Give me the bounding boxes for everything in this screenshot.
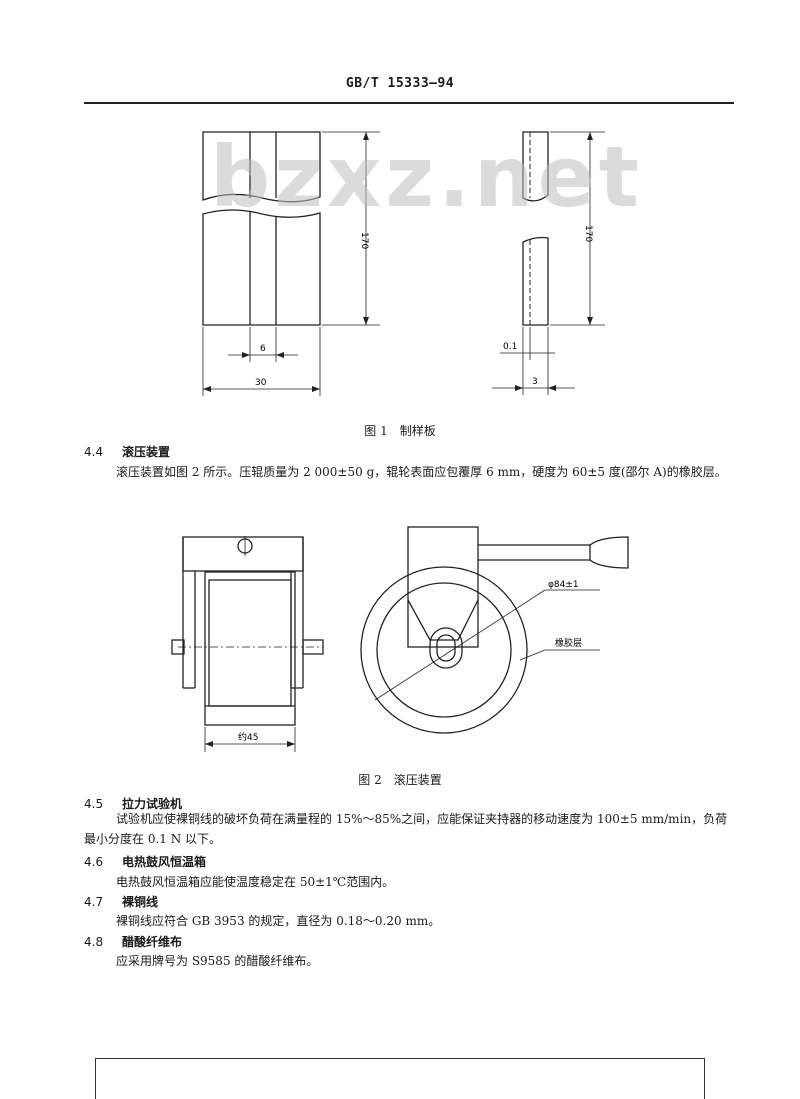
section-4-8-heading: 4.8 醋酸纤维布 (84, 933, 182, 950)
paragraph-text: 滚压装置如图 2 所示。压辊质量为 2 000±50 g，辊轮表面应包覆厚 6 … (116, 465, 727, 479)
section-number: 4.6 (84, 855, 104, 869)
section-title: 滚压装置 (122, 445, 171, 459)
section-number: 4.7 (84, 895, 104, 909)
section-number: 4.8 (84, 935, 104, 949)
section-number: 4.4 (84, 445, 104, 459)
section-4-6-text: 电热鼓风恒温箱应能使温度稳定在 50±1℃范围内。 (84, 872, 734, 892)
section-4-7-text: 裸铜线应符合 GB 3953 的规定，直径为 0.18～0.20 mm。 (84, 911, 734, 931)
section-4-5-text: 试验机应使裸铜线的破坏负荷在满量程的 15%～85%之间，应能保证夹持器的移动速… (84, 809, 734, 849)
paragraph-text: 电热鼓风恒温箱应能使温度稳定在 50±1℃范围内。 (116, 875, 395, 889)
dim-30: 30 (255, 378, 267, 388)
document-header-code: GB/T 15333—94 (345, 76, 455, 91)
figure-2-caption: 图 2 滚压装置 (358, 773, 442, 787)
header-rule (84, 102, 734, 104)
section-title: 裸铜线 (122, 895, 159, 909)
section-4-6-heading: 4.6 电热鼓风恒温箱 (84, 853, 206, 870)
figure-1-caption: 图 1 制样板 (364, 424, 436, 438)
dim-170-side: 170 (583, 225, 593, 242)
paragraph-text: 应采用牌号为 S9585 的醋酸纤维布。 (116, 954, 319, 968)
dim-diameter-84: φ84±1 (548, 580, 579, 590)
dim-approx-45: 约45 (238, 731, 258, 743)
section-title: 拉力试验机 (122, 797, 183, 811)
dim-6: 6 (260, 344, 266, 354)
dim-0.1: 0.1 (503, 342, 517, 352)
footer-frame (95, 1058, 705, 1099)
label-rubber-layer: 橡胶层 (555, 637, 582, 649)
dim-170-front: 170 (359, 232, 369, 249)
section-4-7-heading: 4.7 裸铜线 (84, 893, 158, 910)
paragraph-text: 裸铜线应符合 GB 3953 的规定，直径为 0.18～0.20 mm。 (116, 914, 441, 928)
section-4-5-heading: 4.5 拉力试验机 (84, 795, 182, 812)
figure-1-sample-plate-drawing: 170 6 30 170 0.1 3 (202, 131, 605, 396)
section-4-4-heading: 4.4 滚压装置 (84, 443, 170, 460)
paragraph-text: 试验机应使裸铜线的破坏负荷在满量程的 15%～85%之间，应能保证夹持器的移动速… (84, 812, 728, 846)
section-4-8-text: 应采用牌号为 S9585 的醋酸纤维布。 (84, 951, 734, 971)
section-title: 醋酸纤维布 (122, 935, 183, 949)
section-4-4-text: 滚压装置如图 2 所示。压辊质量为 2 000±50 g，辊轮表面应包覆厚 6 … (84, 462, 734, 482)
section-number: 4.5 (84, 797, 104, 811)
figure-2-roller-device-drawing: 约45 φ84±1 橡胶层 (171, 526, 629, 752)
dim-3: 3 (532, 377, 538, 387)
section-title: 电热鼓风恒温箱 (122, 855, 207, 869)
